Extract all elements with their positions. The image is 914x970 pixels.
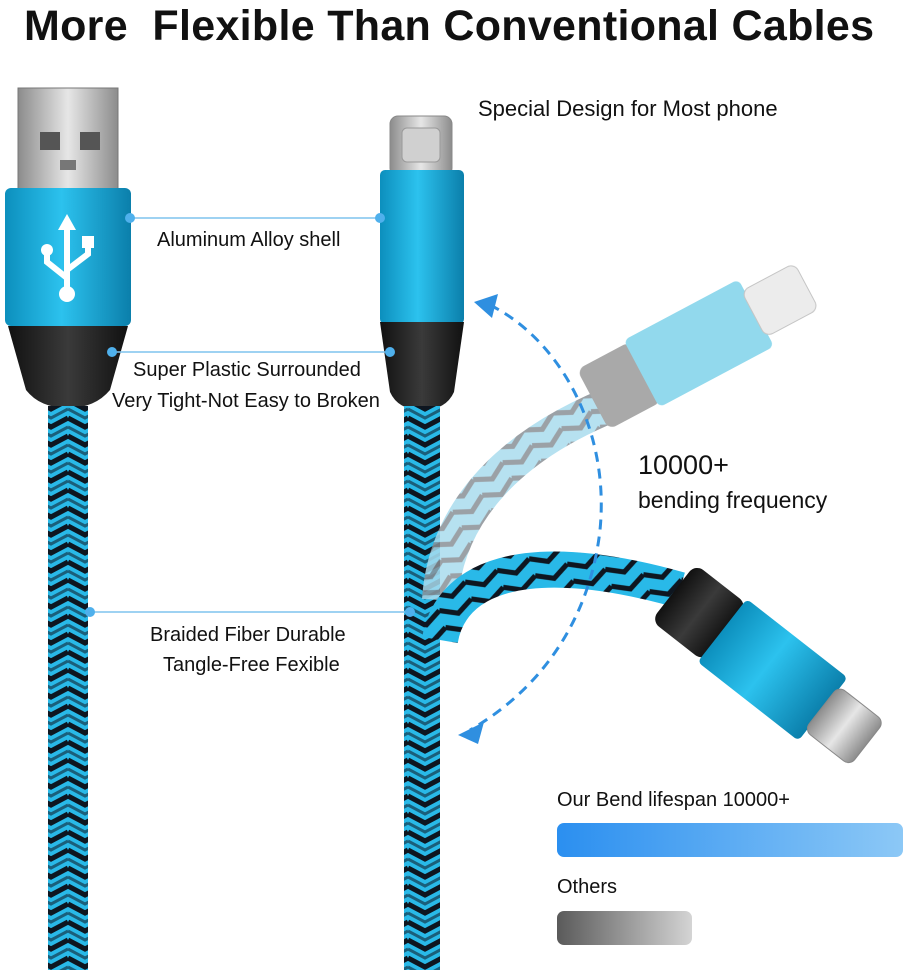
usb-c-cable-bent — [422, 551, 882, 764]
usb-c-cable-bent-faded — [422, 265, 817, 602]
bend-count: 10000+ — [638, 450, 729, 480]
callout-plastic-line1: Super Plastic Surrounded — [133, 359, 361, 381]
ours-lifespan-bar — [557, 823, 903, 857]
callout-lines — [90, 217, 410, 613]
ours-label: Our Bend lifespan 10000+ — [557, 789, 790, 811]
bend-arrow-top-head — [474, 294, 498, 318]
callout-braid-line2: Tangle-Free Fexible — [163, 654, 340, 676]
callout-braid-line1: Braided Fiber Durable — [150, 624, 346, 646]
usb-c-cable-straight — [380, 115, 464, 970]
bend-frequency-label: bending frequency — [638, 487, 828, 513]
bend-arrow — [469, 303, 603, 732]
others-lifespan-bar — [557, 911, 692, 945]
callout-dots — [85, 213, 415, 617]
callout-shell: Aluminum Alloy shell — [157, 229, 341, 251]
bend-arrow-bottom-head — [458, 722, 484, 744]
callout-plastic-line2: Very Tight-Not Easy to Broken — [112, 390, 380, 412]
others-label: Others — [557, 876, 618, 898]
subtitle: Special Design for Most phone — [478, 96, 778, 121]
usb-icon — [41, 214, 94, 302]
page-title: More Flexible Than Conventional Cables — [24, 2, 875, 50]
usb-a-cable — [5, 87, 131, 970]
